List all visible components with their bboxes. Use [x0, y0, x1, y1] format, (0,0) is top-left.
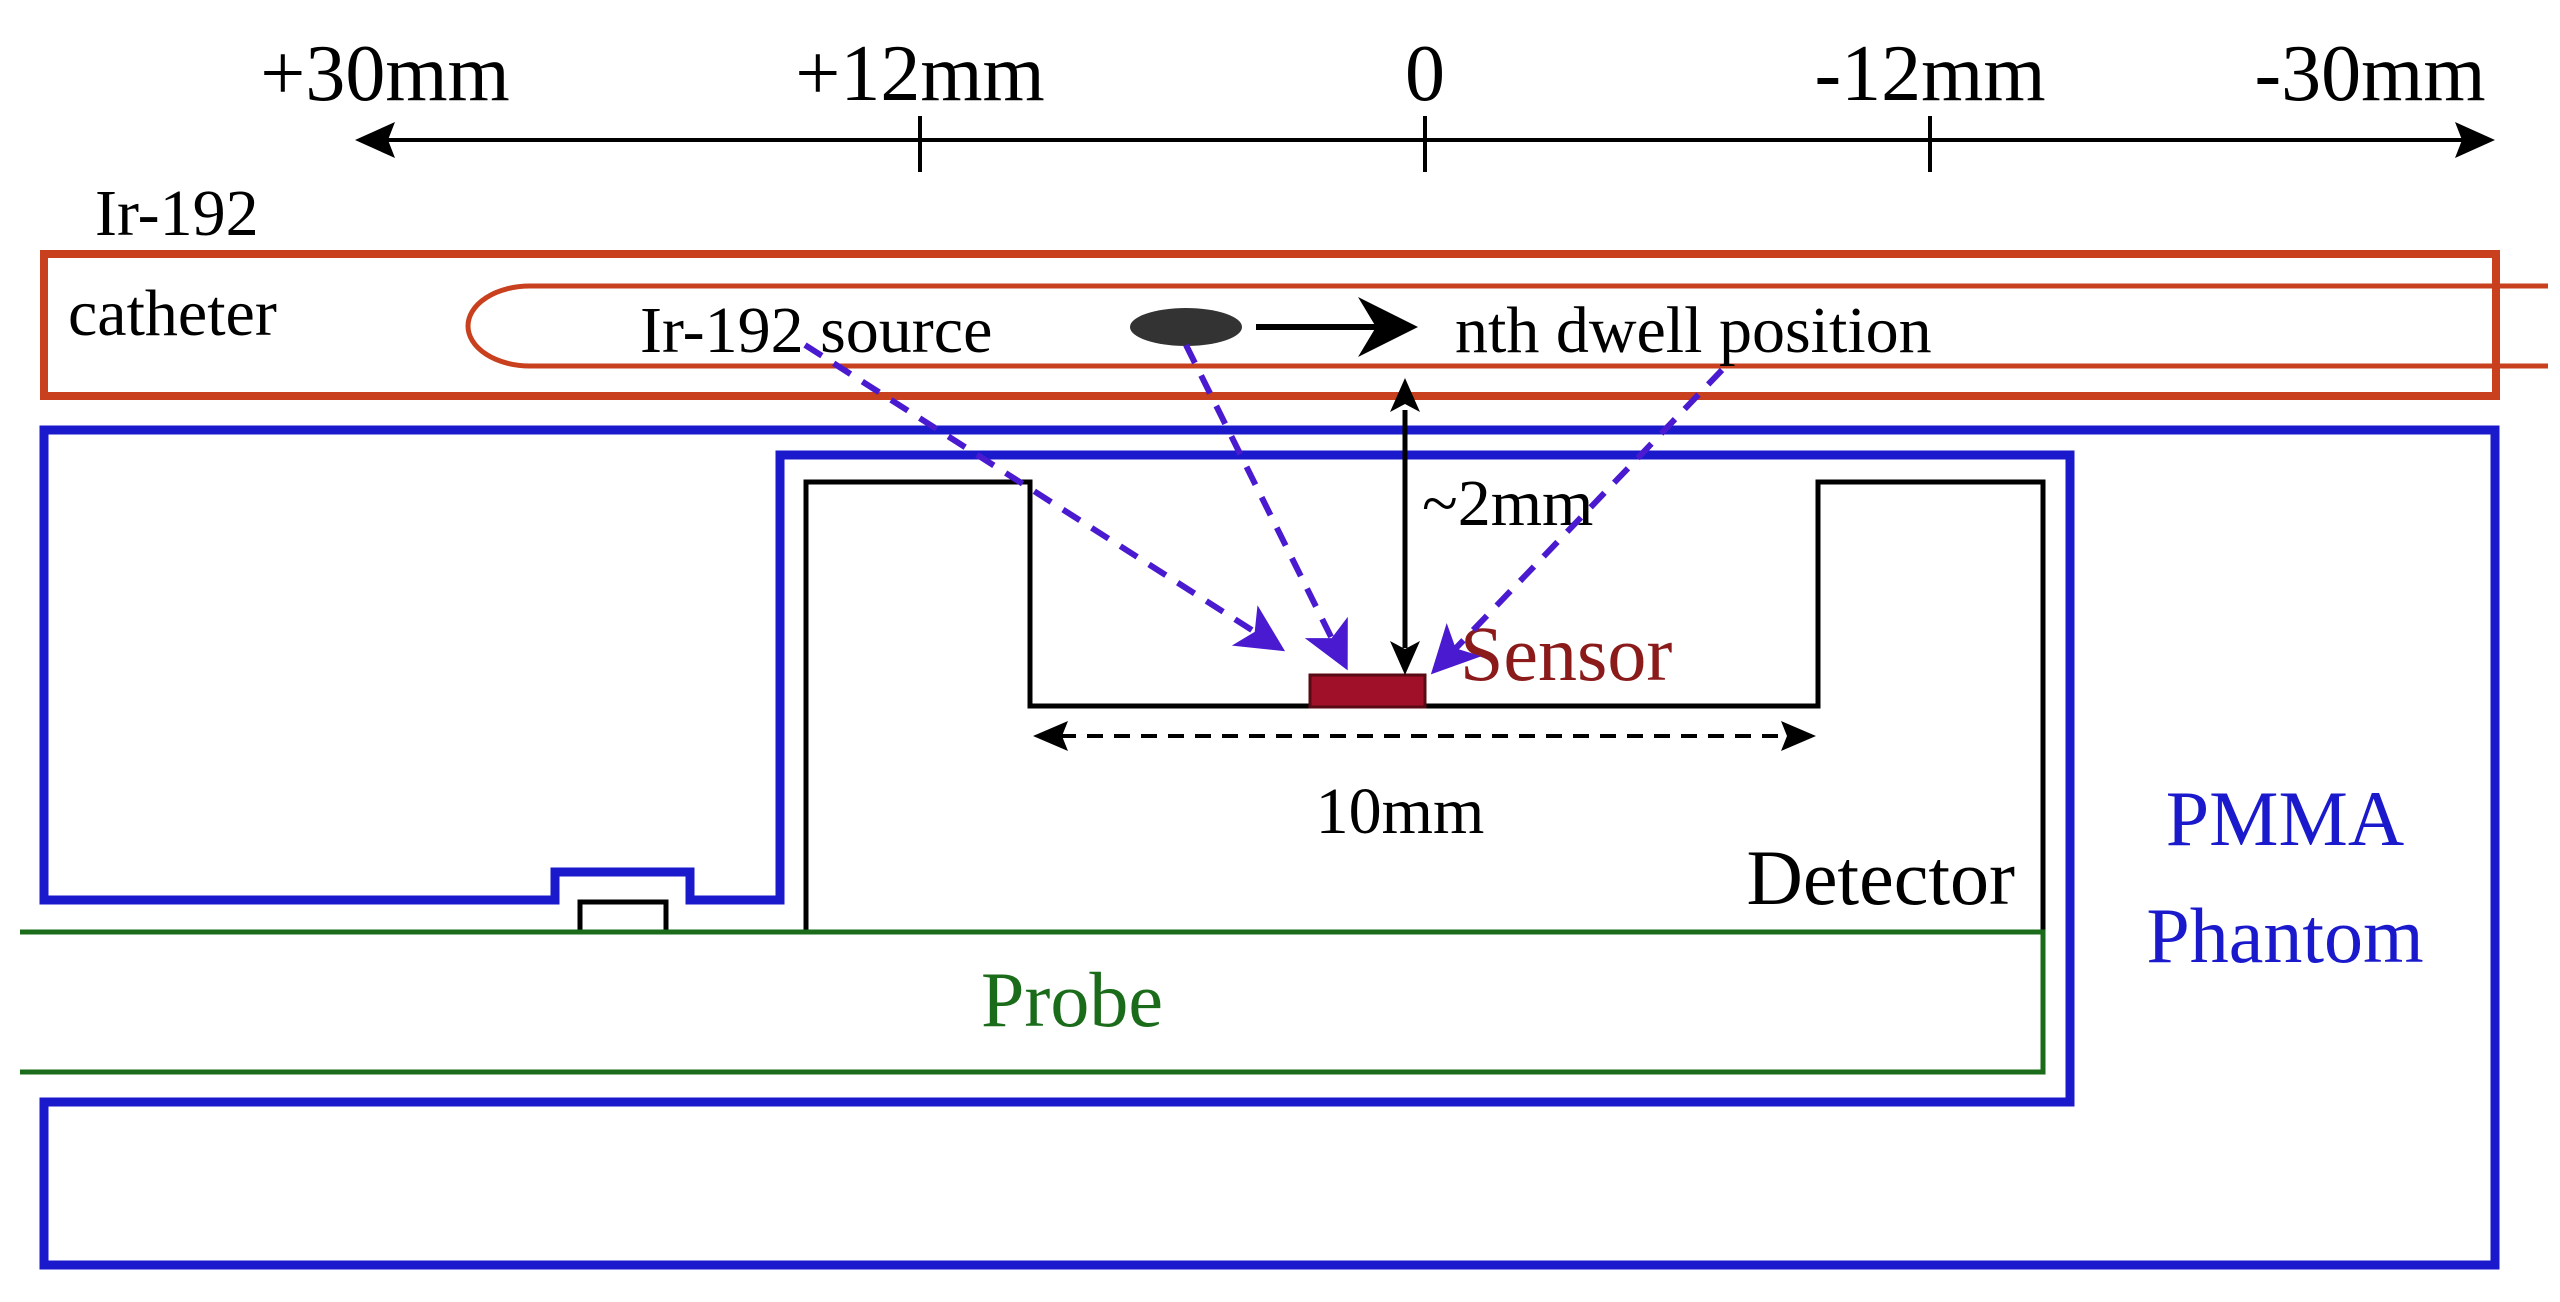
pmma-phantom: PMMA Phantom	[39, 425, 2500, 1270]
radiation-ray-right	[1430, 367, 1725, 675]
probe: Probe	[20, 929, 2046, 1075]
position-scale: +30mm +12mm 0 -12mm -30mm	[260, 30, 2495, 172]
probe-label: Probe	[981, 956, 1163, 1043]
radiation-rays	[803, 342, 1725, 675]
distance-arrowhead-bottom	[1390, 641, 1420, 675]
width-arrowhead-right	[1781, 721, 1816, 751]
phantom-upper-outline	[39, 425, 2500, 1270]
phantom-label-line2: Phantom	[2146, 892, 2423, 979]
dwell-position-label: nth dwell position	[1455, 294, 1932, 367]
radiation-ray-center	[1183, 343, 1348, 671]
phantom-label-line1: PMMA	[2166, 775, 2404, 862]
catheter-label-line1: Ir-192	[95, 177, 259, 250]
catheter: Ir-192 catheter Ir-192 source nth dwell …	[40, 177, 2548, 400]
distance-arrowhead-top	[1390, 378, 1420, 412]
sensor-label: Sensor	[1460, 610, 1672, 697]
ir192-source	[1130, 308, 1242, 346]
scale-tick-label-plus30: +30mm	[260, 30, 510, 118]
scale-tick-label-plus12: +12mm	[795, 30, 1045, 118]
probe-outline	[20, 929, 2046, 1075]
width-label: 10mm	[1316, 775, 1485, 848]
source-label: Ir-192 source	[640, 294, 992, 367]
catheter-outer-box	[40, 250, 2500, 400]
source-sensor-distance: ~2mm	[1390, 378, 1593, 675]
detector-connector	[577, 899, 669, 935]
distance-label: ~2mm	[1422, 467, 1593, 540]
scale-tick-label-minus30: -30mm	[2254, 30, 2485, 118]
radiation-ray-left	[803, 342, 1286, 652]
sensor: Sensor	[1308, 610, 1672, 709]
scale-arrowhead-right	[2455, 122, 2495, 158]
detector-label: Detector	[1746, 834, 2015, 921]
catheter-inner-channel	[465, 283, 2548, 369]
scale-arrowhead-left	[355, 122, 395, 158]
sensor-width-dimension: 10mm	[1033, 721, 1816, 848]
width-arrowhead-left	[1033, 721, 1068, 751]
sensor-element	[1308, 673, 1427, 709]
scale-tick-label-zero: 0	[1405, 30, 1445, 118]
catheter-label-line2: catheter	[68, 277, 277, 350]
scale-tick-label-minus12: -12mm	[1814, 30, 2045, 118]
